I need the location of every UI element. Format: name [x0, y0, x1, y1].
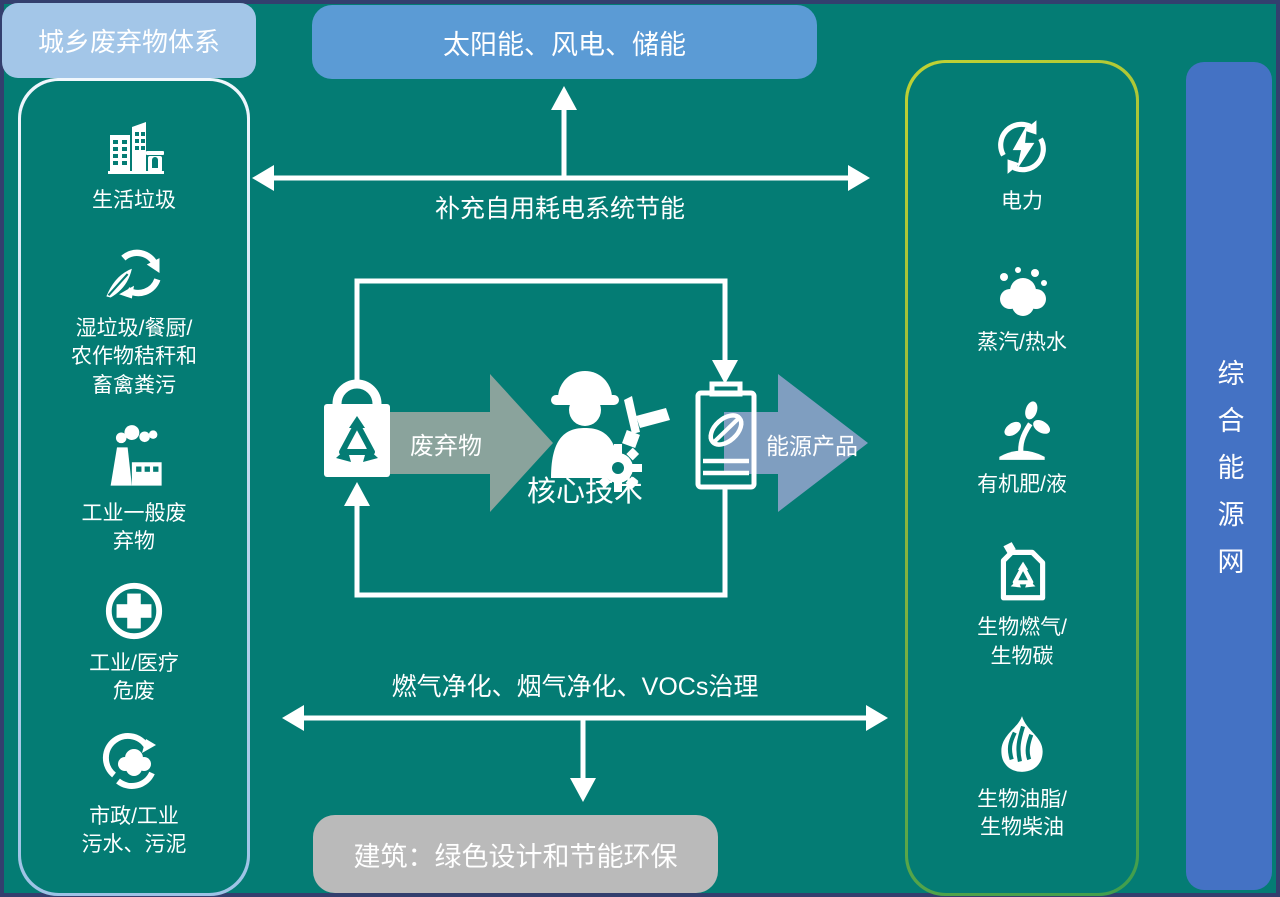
urban-rural-waste-system-label: 城乡废弃物体系 — [2, 3, 256, 78]
energy-products-panel: 电力 蒸汽/热水 有机肥/液 — [905, 60, 1139, 896]
list-item-label: 生活垃圾 — [92, 188, 176, 212]
list-item-label: 湿垃圾/餐厨/ 农作物秸秆和 畜禽粪污 — [71, 316, 197, 397]
steam-icon — [1000, 266, 1047, 316]
medical-cross-icon — [105, 582, 163, 640]
list-item-electric-power: 电力 — [986, 114, 1058, 216]
arrowhead-right — [848, 165, 870, 191]
bottom-double-arrow — [282, 705, 888, 802]
green-building-box: 建筑：绿色设计和节能环保 — [313, 815, 718, 893]
top-flow-label: 补充自用耗电系统节能 — [434, 195, 685, 223]
bio-oil-icon — [1001, 715, 1043, 772]
solar-wind-storage-box: 太阳能、风电、储能 — [312, 5, 817, 79]
loop-arrowhead-into-battery — [712, 360, 738, 384]
list-item-wet-waste: 湿垃圾/餐厨/ 农作物秸秆和 畜禽粪污 — [71, 239, 197, 400]
list-item-label: 电力 — [1001, 189, 1043, 213]
list-item-label: 有机肥/液 — [977, 473, 1067, 497]
list-item-bio-oil-diesel: 生物油脂/ 生物柴油 — [977, 712, 1067, 843]
organic-fertilizer-icon — [999, 401, 1051, 461]
list-item-label: 生物燃气/ 生物碳 — [977, 616, 1067, 668]
list-item-label: 工业一般废 弃物 — [81, 501, 187, 553]
top-double-arrow — [252, 86, 870, 191]
list-item-sewage-sludge: 市政/工业 污水、污泥 — [82, 731, 187, 860]
waste-sources-panel: 生活垃圾 湿垃圾/餐厨/ 农作物秸秆和 畜禽粪污 — [18, 78, 250, 896]
waste-bag-icon — [324, 379, 390, 477]
arrowhead-up — [551, 86, 577, 110]
list-item-steam-hot-water: 蒸汽/热水 — [977, 257, 1067, 357]
list-item-organic-fertilizer: 有机肥/液 — [977, 397, 1067, 499]
factory-icon — [110, 424, 162, 486]
eco-battery-icon — [695, 381, 757, 490]
city-waste-icon — [108, 121, 164, 174]
waste-sources-panel-body: 生活垃圾 湿垃圾/餐厨/ 农作物秸秆和 畜禽粪污 — [21, 81, 247, 893]
list-item-label: 生物油脂/ 生物柴油 — [977, 787, 1067, 840]
waste-arrow-label: 废弃物 — [410, 432, 482, 460]
solar-wind-storage-text: 太阳能、风电、储能 — [443, 29, 686, 60]
list-item-household-waste: 生活垃圾 — [92, 115, 176, 215]
wet-waste-recycle-icon — [106, 249, 161, 299]
list-item-industrial-waste: 工业一般废 弃物 — [82, 424, 187, 557]
list-item-label: 工业/医疗 危废 — [89, 652, 179, 704]
arrowhead-down — [570, 778, 596, 802]
electric-power-icon — [998, 119, 1046, 174]
loop-arrowhead-into-bag — [344, 482, 370, 506]
biogas-icon — [1000, 542, 1046, 601]
arrowhead-right — [866, 705, 888, 731]
sewage-recycle-icon — [102, 732, 156, 789]
integrated-energy-network-text: 综合能源网 — [1213, 358, 1244, 594]
list-item-hazardous-waste: 工业/医疗 危废 — [89, 580, 179, 707]
integrated-energy-network-bar: 综合能源网 — [1186, 62, 1272, 890]
energy-arrow-label: 能源产品 — [766, 433, 858, 459]
list-item-label: 蒸汽/热水 — [977, 330, 1067, 354]
bottom-flow-label: 燃气净化、烟气净化、VOCs治理 — [391, 673, 759, 701]
arrowhead-left — [252, 165, 274, 191]
list-item-label: 市政/工业 污水、污泥 — [81, 804, 187, 856]
urban-rural-waste-system-text: 城乡废弃物体系 — [37, 27, 220, 57]
arrowhead-left — [282, 705, 304, 731]
list-item-biogas-biochar: 生物燃气/ 生物碳 — [977, 540, 1067, 671]
green-building-text: 建筑：绿色设计和节能环保 — [353, 841, 678, 872]
core-technology-label: 核心技术 — [526, 476, 643, 508]
energy-products-panel-body: 电力 蒸汽/热水 有机肥/液 — [908, 63, 1136, 893]
